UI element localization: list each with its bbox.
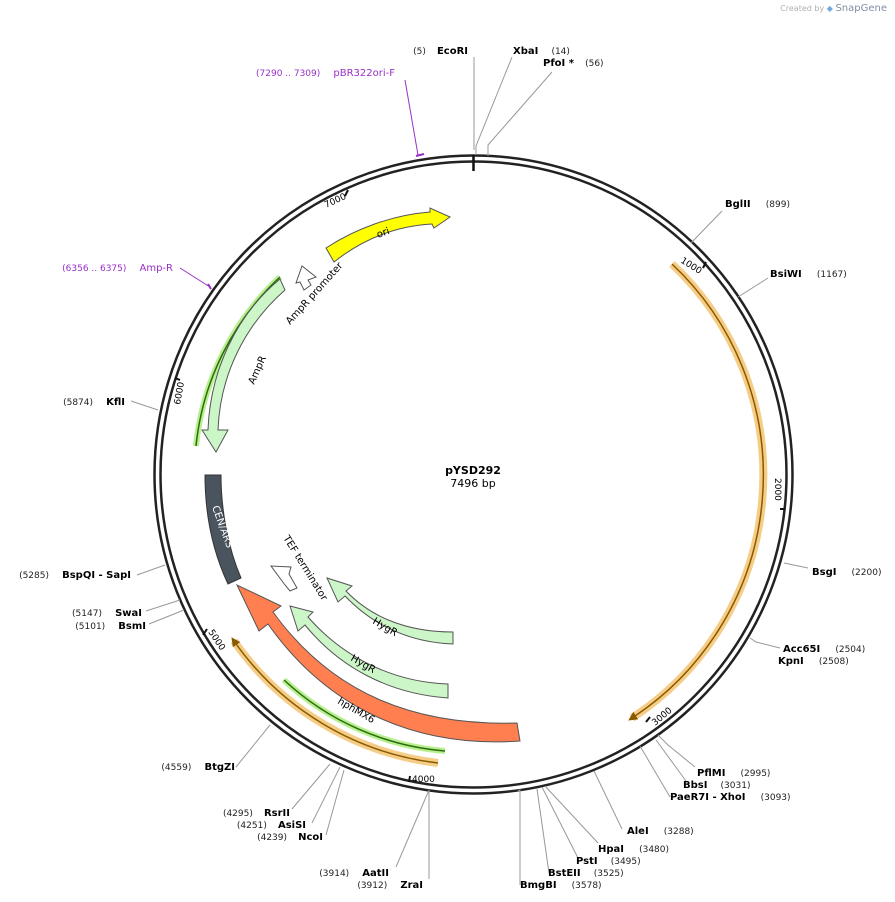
site-ecori[interactable]: (5) EcoRI (413, 39, 468, 58)
primer-amp-r-label[interactable]: (6356 .. 6375) Amp-R (62, 256, 173, 275)
site-zrai[interactable]: (3912) ZraI (357, 873, 423, 892)
site-bsgi[interactable]: BsgI (2200) (812, 560, 881, 579)
feature-ori[interactable] (325, 207, 452, 263)
feature-ori-label: ori (375, 226, 391, 241)
primer-pbr322ori-f[interactable] (404, 79, 425, 157)
site-swai[interactable]: (5147) SwaI (72, 601, 142, 620)
site-kfli[interactable]: (5874) KflI (63, 390, 125, 409)
feature-tef-terminator[interactable] (269, 565, 298, 592)
site-psti[interactable]: PstI (3495) (576, 849, 641, 868)
bottom-binding-arc (231, 637, 439, 764)
snapgene-logo-icon: ◆ (826, 4, 833, 13)
feature-hphmx6[interactable] (235, 583, 521, 743)
credit-brand: SnapGene (835, 3, 887, 14)
tick-6000: 6000 (173, 381, 187, 406)
site-bsiwi[interactable]: BsiWI (1167) (770, 262, 847, 281)
tick-2000: 2000 (772, 478, 782, 501)
plasmid-length: 7496 bp (450, 477, 495, 490)
snapgene-credit: Created by ◆ SnapGene (780, 3, 887, 14)
feature-ampr-promoter-label: AmpR promoter (284, 260, 346, 327)
site-acc65i[interactable]: Acc65I (2504) (783, 637, 865, 656)
feature-hygr-inner[interactable] (326, 577, 454, 645)
site-rsrii[interactable]: (4295) RsrII (223, 801, 290, 820)
feature-ampr-promoter[interactable] (295, 265, 318, 291)
site-paer7i-xhoi[interactable]: PaeR7I - XhoI (3093) (670, 785, 791, 804)
site-ncoi[interactable]: (4239) NcoI (257, 825, 323, 844)
primer-pbr322ori-f-label[interactable]: (7290 .. 7309) pBR322ori-F (256, 61, 395, 80)
site-btgzi[interactable]: (4559) BtgZI (161, 755, 235, 774)
feature-ampr[interactable] (201, 278, 286, 453)
credit-text: Created by (780, 4, 825, 13)
tick-marks (174, 189, 785, 783)
site-xbai[interactable]: XbaI (14) (513, 39, 570, 58)
site-bglii[interactable]: BglII (899) (725, 192, 790, 211)
tick-7000: 7000 (323, 192, 348, 211)
site-hpai[interactable]: HpaI (3480) (598, 837, 669, 856)
site-bbsi[interactable]: BbsI (3031) (683, 773, 750, 792)
site-aatii[interactable]: (3914) AatII (319, 861, 389, 880)
right-binding-arc (628, 263, 765, 721)
right-binding-arc-halo (629, 261, 768, 722)
site-leader-lines (130, 56, 809, 885)
site-pfoi[interactable]: PfoI * (56) (543, 51, 604, 70)
site-bmgbi[interactable]: BmgBI (3578) (520, 873, 602, 892)
plasmid-name: pYSD292 (445, 464, 501, 477)
tick-4000: 4000 (412, 775, 435, 785)
primer-amp-r[interactable] (179, 267, 212, 290)
site-bspqi-sapi[interactable]: (5285) BspQI - SapI (19, 563, 131, 582)
site-alei[interactable]: AleI (3288) (627, 819, 694, 838)
site-kpni[interactable]: KpnI (2508) (778, 649, 849, 668)
site-bsteii[interactable]: BstEII (3525) (548, 861, 624, 880)
feature-cen-ars[interactable] (204, 474, 242, 585)
feature-ampr-label: AmpR (247, 354, 269, 386)
site-pflmi[interactable]: PflMI (2995) (697, 761, 770, 780)
site-asisi[interactable]: (4251) AsiSI (237, 813, 306, 832)
feature-hygr-outer[interactable] (289, 605, 449, 699)
site-bsmi[interactable]: (5101) BsmI (75, 614, 146, 633)
green-track-hygr-line (283, 679, 446, 752)
